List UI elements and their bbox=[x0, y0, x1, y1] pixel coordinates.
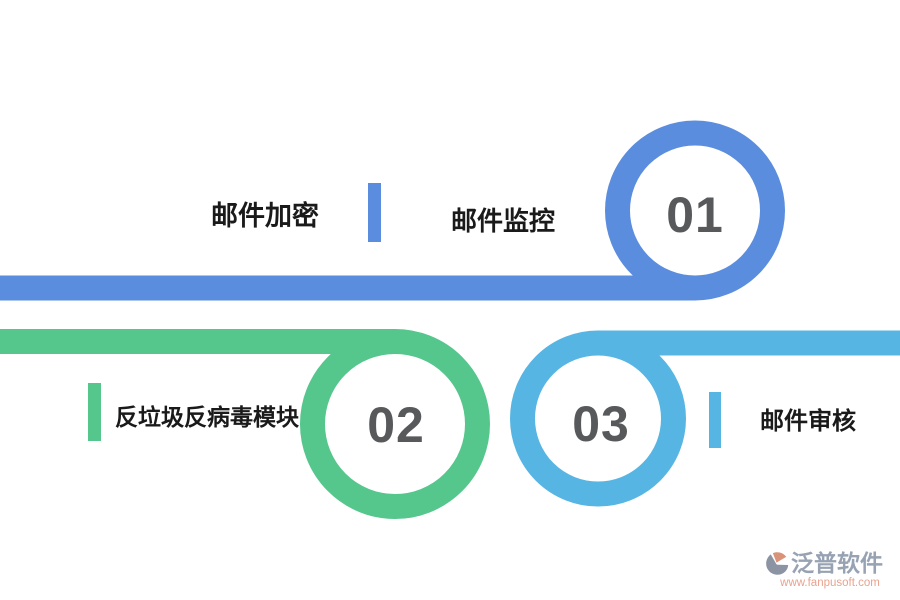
accent-bar-sky bbox=[709, 392, 721, 448]
ribbon-loop-02 bbox=[0, 329, 490, 519]
accent-bar-green bbox=[88, 383, 101, 441]
ribbon-loop-03 bbox=[510, 330, 900, 507]
step-number-02: 02 bbox=[367, 397, 425, 453]
step-number-03: 03 bbox=[572, 396, 630, 452]
step-number-01: 01 bbox=[666, 187, 724, 243]
label-mail-monitoring: 邮件监控 bbox=[450, 206, 555, 236]
label-antispam-antivirus-module: 反垃圾反病毒模块 bbox=[115, 404, 299, 430]
ribbon-loop-01 bbox=[0, 120, 785, 301]
label-mail-audit: 邮件审核 bbox=[760, 408, 856, 435]
brand-url: www.fanpusoft.com bbox=[780, 577, 880, 589]
brand-name: 泛普软件 bbox=[791, 550, 883, 576]
label-mail-encryption: 邮件加密 bbox=[211, 201, 319, 231]
accent-bar-blue bbox=[368, 183, 381, 242]
footer-watermark: 泛普软件 www.fanpusoft.com bbox=[764, 551, 896, 589]
fanpu-logo-icon bbox=[766, 552, 789, 575]
